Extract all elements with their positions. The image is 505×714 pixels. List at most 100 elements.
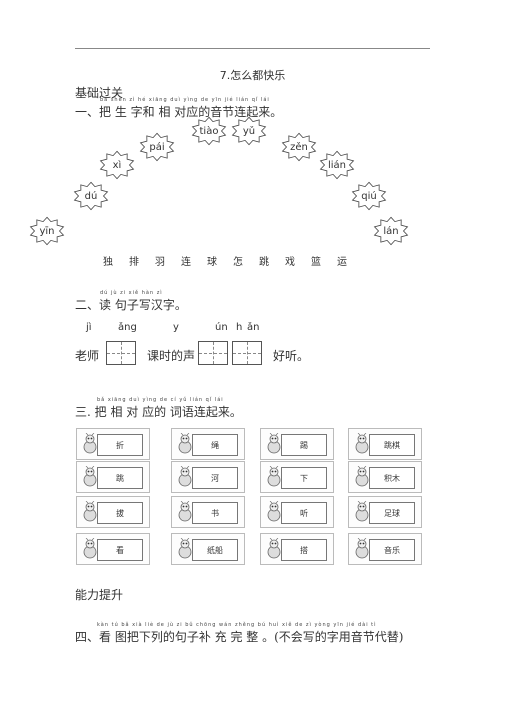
bug-icon <box>83 538 97 559</box>
writing-box[interactable] <box>106 341 136 365</box>
pinyin-star[interactable]: dú <box>72 181 110 211</box>
pinyin-star[interactable]: pái <box>138 132 176 162</box>
word-card[interactable]: 音乐 <box>348 533 422 565</box>
bug-icon <box>267 501 281 522</box>
char[interactable]: 怎 <box>233 257 243 268</box>
word-box: 跳棋 <box>369 434 415 456</box>
star-label: xì <box>112 159 122 171</box>
char[interactable]: 戏 <box>285 257 295 268</box>
star-shape <box>73 181 109 211</box>
char[interactable]: 篮 <box>311 257 321 268</box>
bug-icon <box>267 433 281 454</box>
pinyin-star[interactable]: lián <box>318 150 356 180</box>
pinyin-star[interactable]: yǔ <box>230 116 268 146</box>
page-title: 7.怎么都快乐 <box>219 69 286 82</box>
star-shape <box>29 216 65 246</box>
q1-pinyin: bǎ shēn zì hé xiāng duì yìng de yīn jié … <box>100 97 270 103</box>
py-h: h <box>236 322 243 333</box>
word-box: 积木 <box>369 467 415 489</box>
q2-text: 二、读 句子写汉字。 <box>75 298 187 312</box>
py-y: y <box>173 322 179 333</box>
word-card[interactable]: 跳棋 <box>348 428 422 460</box>
writing-box[interactable] <box>198 341 228 365</box>
py-un: ún <box>215 322 228 333</box>
word-card[interactable]: 跳 <box>76 461 150 493</box>
word-card[interactable]: 河 <box>171 461 245 493</box>
pinyin-star[interactable]: qiú <box>350 181 388 211</box>
star-shape <box>191 116 227 146</box>
star-label: tiào <box>199 125 219 137</box>
star-shape <box>231 116 267 146</box>
word-card[interactable]: 拔 <box>76 496 150 528</box>
py-ji: jì <box>86 322 92 333</box>
q4-pinyin: kàn tú bǎ xià liè de jù zi bǔ chōng wán … <box>97 622 377 628</box>
char[interactable]: 独 <box>103 257 113 268</box>
char[interactable]: 球 <box>207 257 217 268</box>
star-label: yǔ <box>242 125 256 137</box>
word-card[interactable]: 折 <box>76 428 150 460</box>
star-label: pái <box>149 141 165 153</box>
word-card[interactable]: 足球 <box>348 496 422 528</box>
word-box: 绳 <box>192 434 238 456</box>
word-box: 书 <box>192 502 238 524</box>
word-box: 跳 <box>97 467 143 489</box>
char[interactable]: 排 <box>129 257 139 268</box>
bug-icon <box>267 466 281 487</box>
char[interactable]: 跳 <box>259 257 269 268</box>
pinyin-star[interactable]: lán <box>372 216 410 246</box>
star-label: lán <box>383 225 399 237</box>
char[interactable]: 运 <box>337 257 347 268</box>
word-card[interactable]: 听 <box>260 496 334 528</box>
star-label: lián <box>327 159 347 171</box>
word-box: 听 <box>281 502 327 524</box>
bug-icon <box>355 501 369 522</box>
q1-char-row: 独排羽连球怎跳戏篮运 <box>95 253 355 268</box>
word-box: 足球 <box>369 502 415 524</box>
writing-box[interactable] <box>232 341 262 365</box>
bug-icon <box>178 501 192 522</box>
word-box: 折 <box>97 434 143 456</box>
star-label: dú <box>84 190 98 202</box>
section-ability: 能力提升 <box>75 588 124 602</box>
bug-icon <box>178 433 192 454</box>
q4-text: 四、看 图把下列的句子补 充 完 整 。(不会写的字用音节代替) <box>75 630 404 644</box>
q2-pinyin: dú jù zi xiě hàn zì <box>100 290 163 296</box>
word-box: 看 <box>97 539 143 561</box>
bug-icon <box>83 466 97 487</box>
char[interactable]: 羽 <box>155 257 165 268</box>
sentence-part-2: 课时的声 <box>147 349 196 363</box>
star-shape <box>373 216 409 246</box>
star-shape <box>281 132 317 162</box>
word-card[interactable]: 搭 <box>260 533 334 565</box>
sentence-part-1: 老师 <box>75 349 100 363</box>
pinyin-star[interactable]: zěn <box>280 132 318 162</box>
py-ang: ǎng <box>118 322 137 333</box>
star-shape <box>139 132 175 162</box>
bug-icon <box>355 433 369 454</box>
pinyin-star[interactable]: yīn <box>28 216 66 246</box>
star-label: qiú <box>361 190 377 202</box>
word-box: 音乐 <box>369 539 415 561</box>
word-card[interactable]: 绳 <box>171 428 245 460</box>
sentence-part-3: 好听。 <box>273 349 310 363</box>
word-card[interactable]: 踢 <box>260 428 334 460</box>
word-card[interactable]: 看 <box>76 533 150 565</box>
q3-pinyin: bǎ xiāng duì yìng de cí yǔ lián qǐ lái <box>97 397 224 403</box>
q1-text: 一、把 生 字和 相 对应的音节连起来。 <box>75 105 283 119</box>
word-card[interactable]: 积木 <box>348 461 422 493</box>
pinyin-star[interactable]: xì <box>98 150 136 180</box>
word-card[interactable]: 下 <box>260 461 334 493</box>
star-label: yīn <box>39 225 55 237</box>
q3-text: 三. 把 相 对 应的 词语连起来。 <box>75 405 242 419</box>
py-an: ǎn <box>247 322 260 333</box>
bug-icon <box>355 538 369 559</box>
bug-icon <box>178 466 192 487</box>
pinyin-star[interactable]: tiào <box>190 116 228 146</box>
word-card[interactable]: 书 <box>171 496 245 528</box>
word-box: 搭 <box>281 539 327 561</box>
char[interactable]: 连 <box>181 257 191 268</box>
word-card[interactable]: 纸船 <box>171 533 245 565</box>
bug-icon <box>178 538 192 559</box>
star-shape <box>319 150 355 180</box>
star-label: zěn <box>290 141 308 153</box>
